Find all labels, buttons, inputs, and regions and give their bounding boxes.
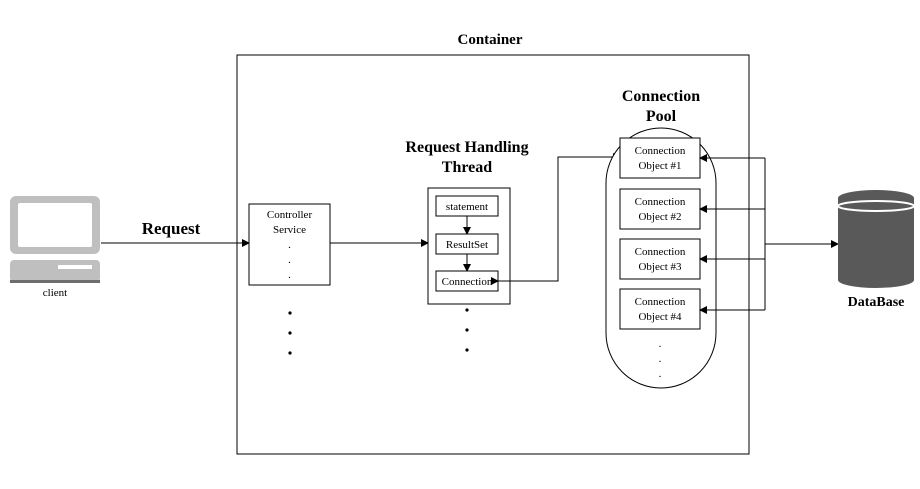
pool-object-1-box [619,137,701,179]
controller-service-label-line1: Controller [267,209,313,221]
controller-more-dot [288,331,292,335]
pool-more-dot: . [659,368,662,380]
statement-label: statement [446,201,488,213]
controller-service-box [248,203,331,286]
thread-more-dot [465,308,469,312]
connection-label: Connection [442,276,493,288]
container-title: Container [458,32,523,48]
pool-object-2-line2: Object #2 [638,211,681,223]
thread-more-dot [465,328,469,332]
controller-service-label-line2: Service [273,224,306,236]
database-icon [837,190,915,288]
controller-inner-dot: . [288,254,291,266]
pool-object-3-box [619,238,701,280]
thread-title-line2: Thread [442,159,492,176]
pool-object-1-line2: Object #1 [638,160,681,172]
thread-more-dot [465,348,469,352]
pool-title-line2: Pool [646,108,677,125]
controller-more-dot [288,311,292,315]
controller-inner-dot: . [288,269,291,281]
pool-object-1-line1: Connection [635,145,686,157]
pool-object-2-box [619,188,701,230]
pool-object-4-box [619,288,701,330]
thread-title-line1: Request Handling [405,139,528,156]
controller-more-dot [288,351,292,355]
controller-inner-dot: . [288,239,291,251]
client-label: client [43,287,67,299]
pool-more-dot: . [659,353,662,365]
pool-object-4-line2: Object #4 [638,311,682,323]
pool-object-3-line1: Connection [635,246,686,258]
pool-more-dot: . [659,338,662,350]
pool-object-4-line1: Connection [635,296,686,308]
pool-object-2-line1: Connection [635,196,686,208]
resultset-label: ResultSet [446,239,488,251]
pool-object-3-line2: Object #3 [638,261,682,273]
pool-title-line1: Connection [622,88,700,105]
container-box [236,54,750,455]
connection-to-pool-arrow [491,153,621,285]
computer-icon [10,196,100,283]
database-label: DataBase [848,295,905,310]
request-label: Request [142,219,201,238]
